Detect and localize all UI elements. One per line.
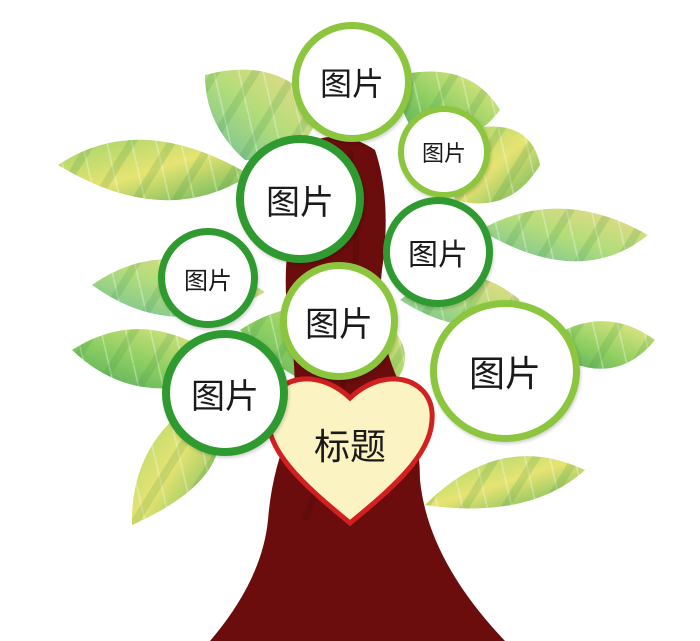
photo-frame-middle-right[interactable]: 图片 [383, 197, 493, 307]
photo-frame-upper-left[interactable]: 图片 [236, 135, 364, 263]
photo-frame-label: 图片 [421, 142, 466, 167]
photo-frame-label: 图片 [184, 266, 232, 295]
leaf-left-top [58, 139, 250, 201]
leaf-right-upper [480, 208, 648, 262]
photo-frame-label: 图片 [319, 65, 384, 103]
photo-frame-left-small[interactable]: 图片 [158, 228, 258, 328]
photo-frame-top[interactable]: 图片 [292, 22, 412, 142]
photo-frame-label: 图片 [468, 354, 541, 395]
photo-frame-label: 图片 [408, 238, 468, 273]
photo-frame-label: 图片 [191, 376, 259, 417]
photo-frame-lower-left[interactable]: 图片 [162, 330, 288, 456]
photo-frame-lower-right[interactable]: 图片 [430, 300, 580, 442]
title-heart [265, 376, 435, 527]
leaf-right-bottom [425, 456, 585, 509]
photo-frame-label: 图片 [305, 304, 373, 345]
photo-frame-upper-right-small[interactable]: 图片 [398, 106, 490, 198]
photo-frame-label: 图片 [266, 182, 334, 223]
heart-title-text[interactable]: 标题 [313, 427, 386, 468]
photo-frame-center[interactable]: 图片 [280, 262, 398, 380]
